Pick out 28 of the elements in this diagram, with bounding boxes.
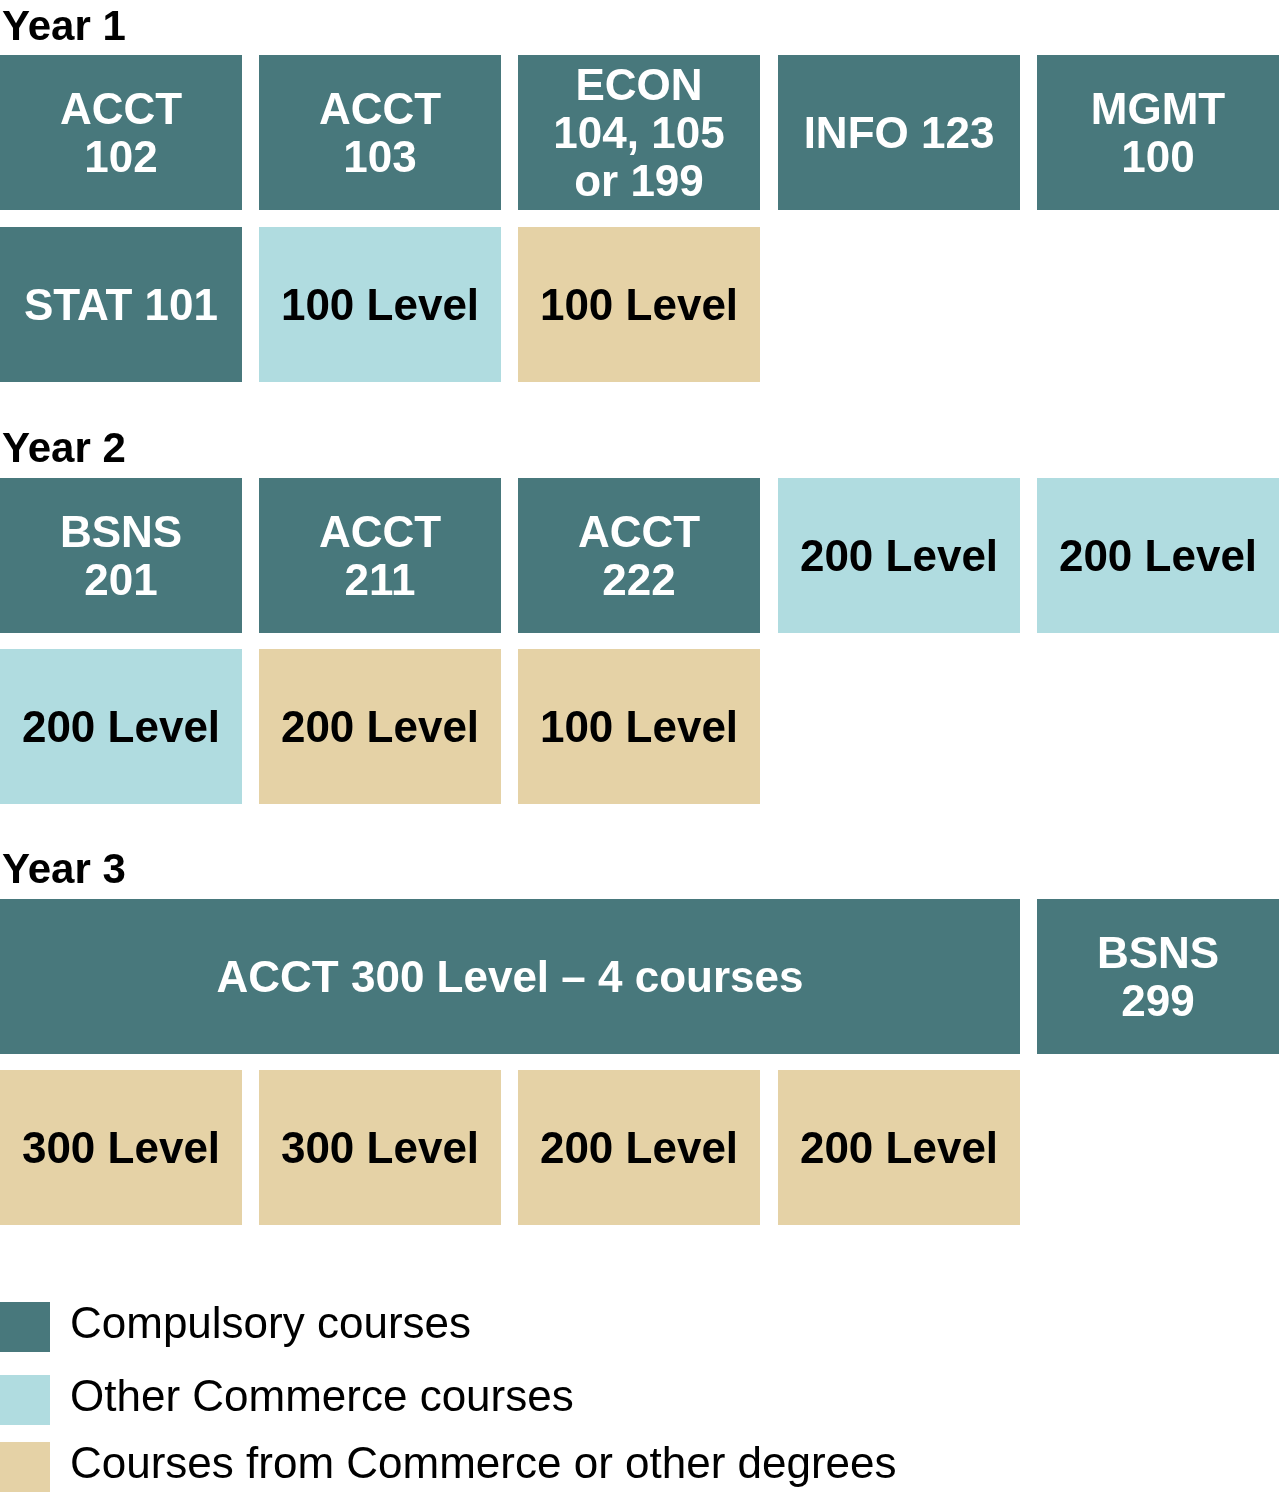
course-box: ACCT 211	[259, 478, 501, 633]
elective-box: 200 Level	[778, 1070, 1020, 1225]
elective-box: 100 Level	[518, 649, 760, 804]
legend-label: Other Commerce courses	[70, 1371, 574, 1421]
course-box: ECON 104, 105 or 199	[518, 55, 760, 210]
year-heading: Year 1	[2, 2, 126, 50]
course-box: ACCT 103	[259, 55, 501, 210]
course-box: STAT 101	[0, 227, 242, 382]
course-box: ACCT 102	[0, 55, 242, 210]
elective-box: 100 Level	[518, 227, 760, 382]
elective-box: 200 Level	[0, 649, 242, 804]
course-box: INFO 123	[778, 55, 1020, 210]
year-heading: Year 3	[2, 845, 126, 893]
course-box: ACCT 300 Level – 4 courses	[0, 899, 1020, 1054]
elective-box: 200 Level	[259, 649, 501, 804]
legend-label: Compulsory courses	[70, 1298, 472, 1348]
legend-label: Courses from Commerce or other degrees	[70, 1438, 897, 1488]
elective-box: 200 Level	[778, 478, 1020, 633]
elective-box: 100 Level	[259, 227, 501, 382]
course-box: BSNS 299	[1037, 899, 1279, 1054]
elective-box: 300 Level	[259, 1070, 501, 1225]
elective-box: 200 Level	[1037, 478, 1279, 633]
year-heading: Year 2	[2, 424, 126, 472]
elective-box: 200 Level	[518, 1070, 760, 1225]
course-box: MGMT 100	[1037, 55, 1279, 210]
elective-box: 300 Level	[0, 1070, 242, 1225]
course-box: BSNS 201	[0, 478, 242, 633]
course-box: ACCT 222	[518, 478, 760, 633]
